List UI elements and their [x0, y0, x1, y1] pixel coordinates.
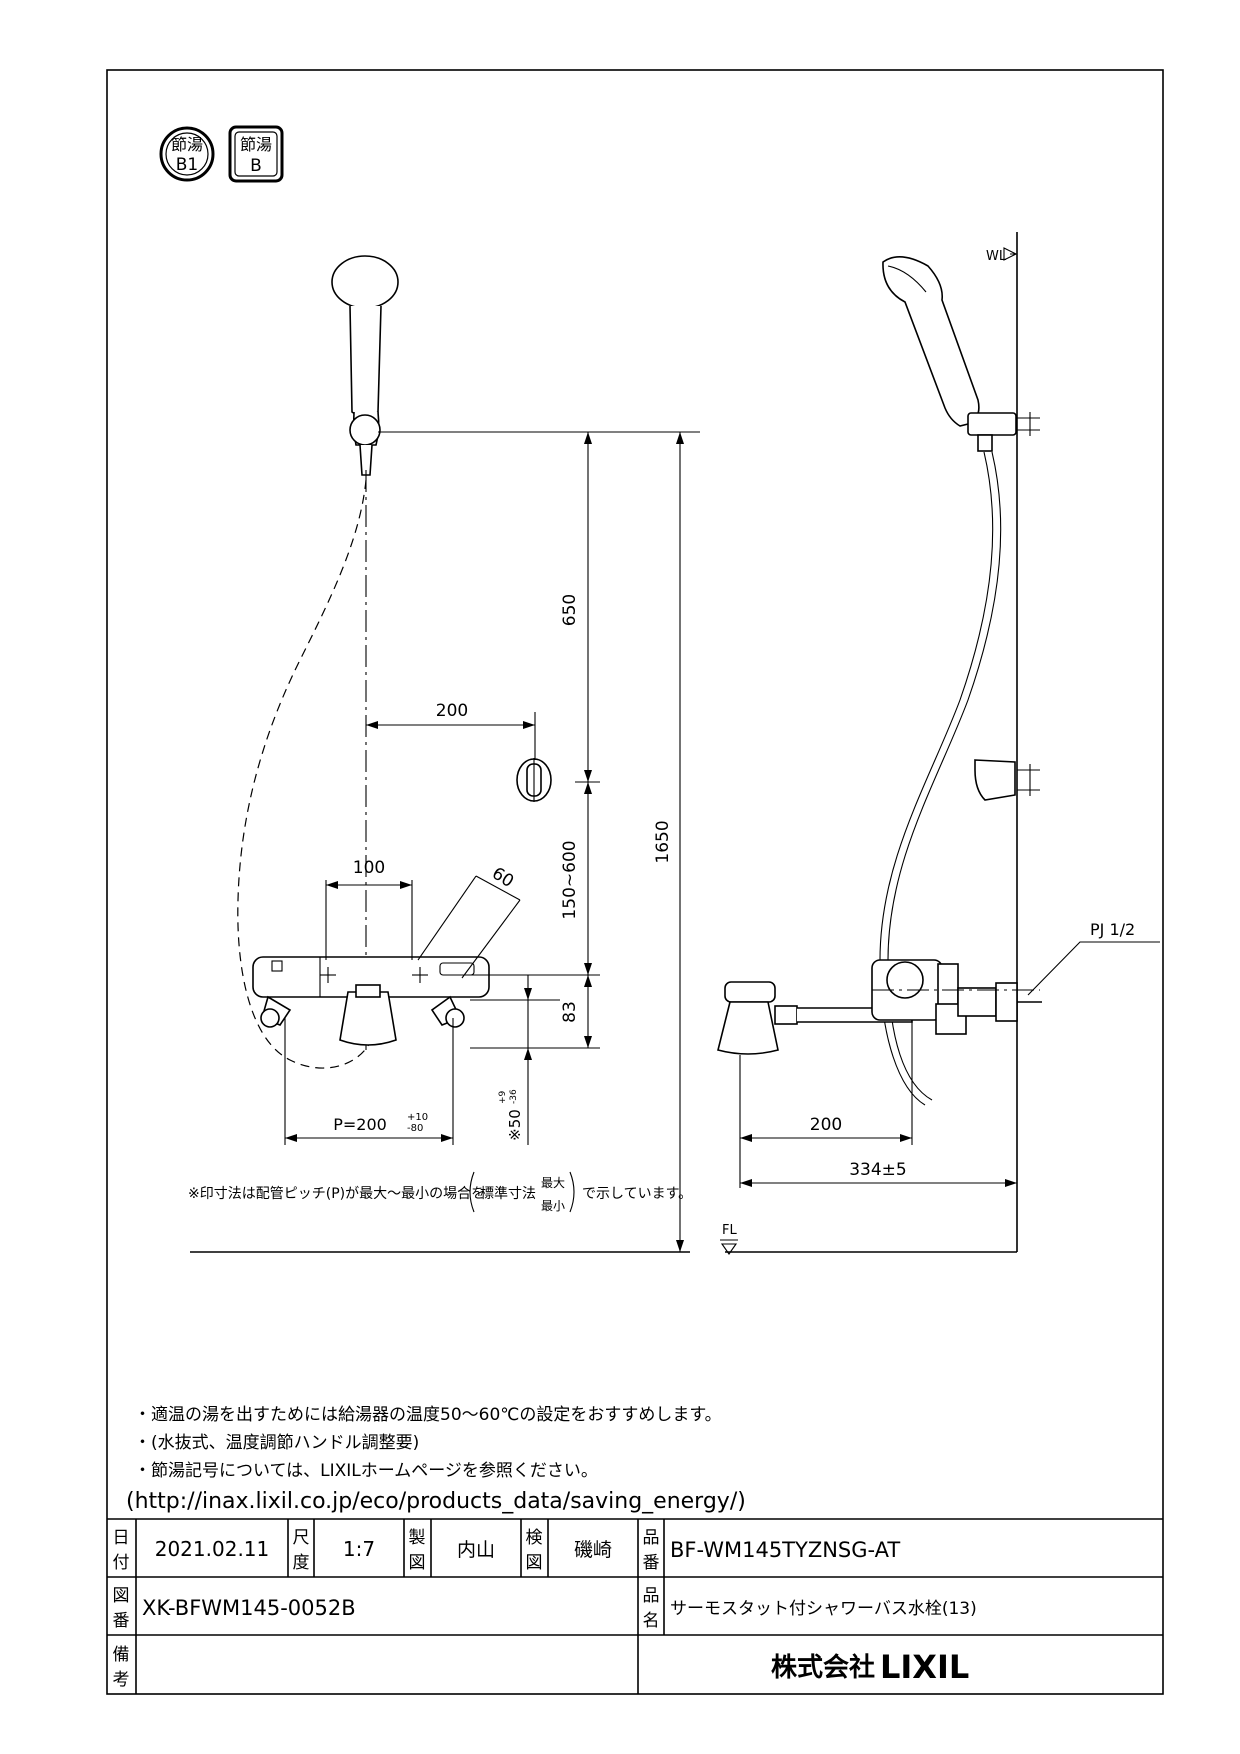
side-shower-head	[882, 256, 1040, 452]
dim-pitch-tol-plus: +10	[407, 1112, 428, 1123]
title-block: 日 付 2021.02.11 尺 度 1:7 製 図 内山 検 図 磯崎 品 番…	[107, 1518, 1163, 1694]
side-view: WL	[717, 232, 1160, 1255]
saving-badge-b: 節湯 B	[228, 125, 284, 183]
dim-60: 60	[488, 864, 517, 892]
note-3: ・節湯記号については、LIXILホームページを参照ください。	[134, 1461, 598, 1481]
dim-150-600: 150~600	[560, 840, 580, 919]
front-view: 650 200 150~600 1650 100 60 83	[188, 255, 700, 1253]
dim-650: 650	[560, 594, 580, 626]
product-name: サーモスタット付シャワーバス水栓(13)	[670, 1599, 977, 1619]
part-number: BF-WM145TYZNSG-AT	[670, 1538, 900, 1562]
side-shower-holder	[974, 759, 1040, 801]
scale-value: 1:7	[343, 1537, 375, 1561]
footnote-max: 最大	[541, 1176, 565, 1190]
part-label-bottom: 番	[643, 1553, 660, 1573]
side-faucet-body	[717, 959, 1042, 1055]
footnote-min: 最小	[541, 1199, 565, 1213]
footnote-suffix: で示しています。	[582, 1186, 692, 1202]
notes: ・適温の湯を出すためには給湯器の温度50～60℃の設定をおすすめします。 ・(水…	[126, 1405, 746, 1514]
dim-50-tol-plus: +9	[498, 1090, 508, 1104]
drawing-label-top: 図	[113, 1586, 130, 1606]
checked-label-top: 検	[526, 1528, 543, 1548]
remarks-label-top: 備	[113, 1645, 130, 1665]
drawn-by: 内山	[457, 1539, 495, 1561]
front-left-leg	[260, 995, 292, 1028]
dim-100: 100	[353, 858, 385, 878]
dim-pitch: P=200	[333, 1115, 387, 1134]
name-label-top: 品	[643, 1586, 660, 1606]
drawing-label-bottom: 番	[113, 1611, 130, 1631]
saving-badge-b1: 節湯 B1	[159, 126, 215, 182]
badge-b-top: 節湯	[240, 135, 272, 154]
pj-leader	[1027, 941, 1160, 996]
dim-1650: 1650	[653, 820, 673, 863]
date-value: 2021.02.11	[155, 1537, 270, 1561]
footnote: ※印寸法は配管ピッチ(P)が最大～最小の場合を 標準寸法 最大 最小 で示してい…	[188, 1171, 692, 1213]
dim-50-tol-minus: -36	[509, 1089, 519, 1104]
remarks-label-bottom: 考	[113, 1670, 130, 1690]
front-faucet-body	[252, 956, 490, 1046]
drawn-label-top: 製	[409, 1528, 426, 1548]
dim-83: 83	[560, 1001, 580, 1023]
side-shower-hose	[879, 451, 994, 1106]
company-name: 株式会社	[771, 1652, 875, 1683]
drawn-label-bottom: 図	[409, 1553, 426, 1573]
part-label-top: 品	[643, 1528, 660, 1548]
footnote-std: 標準寸法	[480, 1186, 536, 1202]
front-shower-head	[331, 255, 399, 476]
checked-by: 磯崎	[574, 1539, 612, 1561]
badge-b1-top: 節湯	[171, 135, 203, 154]
dim-200-side: 200	[810, 1115, 842, 1135]
note-url: (http://inax.lixil.co.jp/eco/products_da…	[126, 1489, 746, 1514]
front-spout	[339, 991, 397, 1046]
fl-label: FL	[722, 1223, 737, 1238]
scale-label-top: 尺	[293, 1528, 310, 1548]
badge-b1-bottom: B1	[176, 155, 198, 175]
date-label-bottom: 付	[113, 1553, 130, 1573]
scale-label-bottom: 度	[293, 1553, 310, 1573]
dim-334: 334±5	[849, 1160, 907, 1180]
pj-label: PJ 1/2	[1090, 920, 1135, 939]
front-shower-holder	[516, 758, 552, 802]
front-right-leg	[430, 995, 465, 1028]
footnote-prefix: ※印寸法は配管ピッチ(P)が最大～最小の場合を	[188, 1186, 485, 1202]
note-2: ・(水抜式、温度調節ハンドル調整要)	[134, 1433, 419, 1453]
dim-200-top: 200	[436, 701, 468, 721]
dim-pitch-tol-minus: -80	[407, 1123, 423, 1134]
company-brand: LIXIL	[880, 1648, 969, 1686]
note-1: ・適温の湯を出すためには給湯器の温度50～60℃の設定をおすすめします。	[134, 1405, 722, 1425]
drawing-number: XK-BFWM145-0052B	[142, 1596, 356, 1620]
badge-b-bottom: B	[250, 156, 262, 176]
date-label-top: 日	[113, 1528, 130, 1548]
checked-label-bottom: 図	[526, 1553, 543, 1573]
sheet-border	[106, 69, 1164, 1695]
name-label-bottom: 名	[643, 1611, 660, 1631]
wl-label: WL	[986, 249, 1007, 264]
dim-50: ※50	[506, 1109, 524, 1141]
